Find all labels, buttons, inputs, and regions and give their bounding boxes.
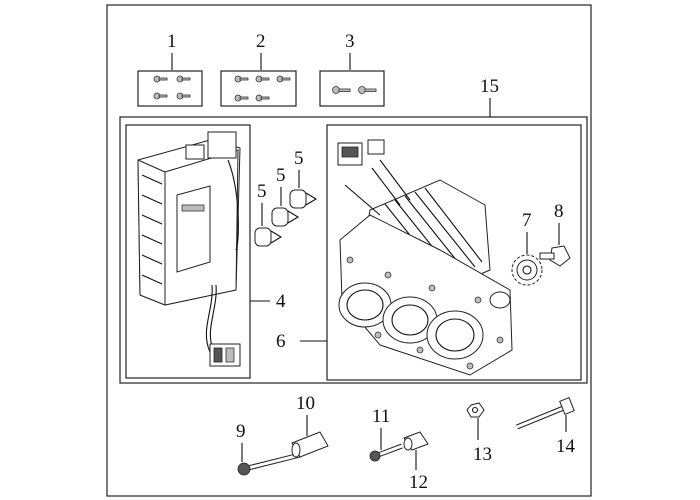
callout-8: 8 <box>554 201 564 245</box>
long-bolt-14 <box>516 396 575 430</box>
callout-number-5a: 5 <box>257 181 267 202</box>
bolt-set-3-box <box>319 70 385 107</box>
callout-13: 13 <box>473 418 492 465</box>
callout-14: 14 <box>556 415 576 457</box>
callout-6: 6 <box>276 331 327 352</box>
callout-3: 3 <box>345 31 355 70</box>
cap-3 <box>289 189 318 209</box>
callout-number-2: 2 <box>256 31 266 52</box>
callout-number-9: 9 <box>236 421 246 442</box>
bushing-12 <box>403 431 429 451</box>
callout-4: 4 <box>250 291 286 312</box>
callout-5b: 5 <box>276 165 286 206</box>
motor-box <box>326 124 582 381</box>
long-bolt-9 <box>237 452 301 476</box>
assembly-outer-box <box>119 116 588 384</box>
callout-number-3: 3 <box>345 31 355 52</box>
callout-2: 2 <box>256 31 266 70</box>
diagram-frame <box>106 4 592 497</box>
callout-5c: 5 <box>294 148 304 188</box>
callout-number-1: 1 <box>167 31 177 52</box>
callout-number-11: 11 <box>372 406 390 427</box>
callout-number-15: 15 <box>480 76 499 97</box>
sprocket-bolt <box>539 245 571 267</box>
callout-number-6: 6 <box>276 331 286 352</box>
callout-number-7: 7 <box>522 210 532 231</box>
callout-11: 11 <box>372 406 390 450</box>
callout-7: 7 <box>522 210 532 254</box>
spacer-10 <box>291 431 329 458</box>
sprocket <box>511 254 543 286</box>
motor-gearbox <box>337 139 513 376</box>
callout-1: 1 <box>167 31 177 70</box>
short-bolt-11 <box>369 443 403 462</box>
callout-number-14: 14 <box>556 436 576 457</box>
callout-number-8: 8 <box>554 201 564 222</box>
bolt-set-1-box <box>137 70 203 107</box>
callout-number-13: 13 <box>473 444 492 465</box>
screw-set-2 <box>220 70 297 107</box>
rubber-caps <box>254 189 318 247</box>
screw-set-2-box <box>220 70 297 107</box>
callout-12: 12 <box>409 450 428 493</box>
callout-number-4: 4 <box>276 291 286 312</box>
cap-2 <box>271 207 300 227</box>
callout-9: 9 <box>236 421 246 462</box>
callout-number-5c: 5 <box>294 148 304 169</box>
controller-box <box>125 124 251 379</box>
callout-number-5b: 5 <box>276 165 286 186</box>
callout-number-10: 10 <box>296 393 315 414</box>
cap-1 <box>254 227 283 247</box>
bolt-set-3 <box>319 70 385 107</box>
callout-number-12: 12 <box>409 472 428 493</box>
motor-controller <box>137 131 241 367</box>
bolt-set-1 <box>137 70 203 107</box>
nut-13 <box>466 402 485 418</box>
callout-5a: 5 <box>257 181 267 226</box>
callout-15: 15 <box>480 76 499 117</box>
callout-10: 10 <box>296 393 315 436</box>
